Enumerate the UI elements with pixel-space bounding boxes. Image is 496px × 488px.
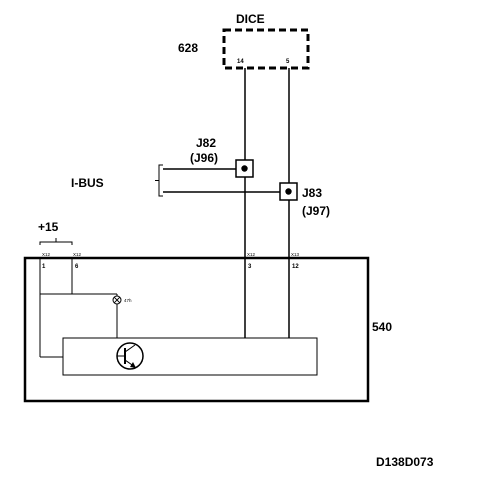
dice-pin-14: 14 [237,59,244,65]
indicator-lamp-label: 47h [124,298,132,303]
connector-label-pin6: X12 [73,252,82,257]
dice-pin-5: 5 [286,59,290,65]
connector-label-pin12: X13 [291,252,300,257]
connector-label-pin3: X12 [247,252,256,257]
ibus-label: I-BUS [71,176,104,190]
transistor-emitter-arrow [130,362,136,368]
supply-label: +15 [38,220,59,234]
indicator-lamp-cross-b [113,296,121,304]
transistor-collector [124,344,136,353]
module-540-box [23,256,370,403]
j83-splice-dot [285,188,292,195]
module-pin-6: 6 [75,264,79,270]
j82-label: J82 [196,136,216,150]
figure-code: D138D073 [376,455,434,469]
module-pin-1: 1 [42,264,46,270]
module-ref-number: 540 [372,320,392,334]
module-pin-12: 12 [292,264,299,270]
module-pin-3: 3 [248,264,252,270]
j82-splice-dot [241,165,248,172]
supply-bracket [39,241,73,245]
dice-unit-box [222,28,310,70]
j83-alt-label: (J97) [302,204,330,218]
dice-ref-number: 628 [178,41,198,55]
inner-circuit-board [62,337,318,376]
j82-alt-label: (J96) [190,151,218,165]
connector-label-pin1: X12 [42,252,51,257]
j83-label: J83 [302,186,322,200]
ibus-bracket [158,164,163,197]
dice-title: DICE [236,12,265,26]
